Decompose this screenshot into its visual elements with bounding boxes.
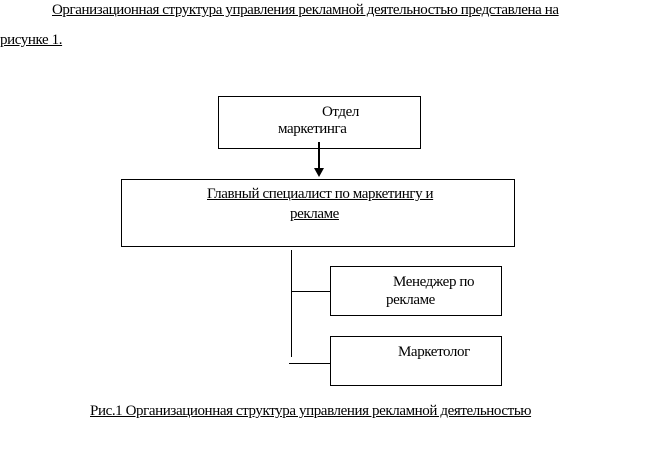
box-ad-manager: Менеджер по рекламе [330,266,502,316]
connector-marketer [289,363,331,364]
box-text: Отдел [322,104,359,120]
box-marketer: Маркетолог [330,336,502,386]
box-text: рекламе [386,292,435,308]
box-text: маркетинга [278,121,347,137]
box-text: Менеджер по [393,274,475,290]
figure-caption: Рис.1 Организационная структура управлен… [90,403,532,419]
box-chief-specialist: Главный специалист по маркетингу и рекла… [121,179,515,247]
arrow-head-icon [314,168,324,177]
box-text: Маркетолог [398,344,470,360]
paragraph-line-1: Организационная структура управления рек… [52,2,559,18]
connector-vertical [291,250,292,357]
paragraph-line-2: рисунке 1. [0,32,63,48]
box-text: рекламе [290,206,339,222]
connector-manager [291,291,331,292]
box-text: Главный специалист по маркетингу и [207,186,434,202]
arrow-line [318,142,320,170]
